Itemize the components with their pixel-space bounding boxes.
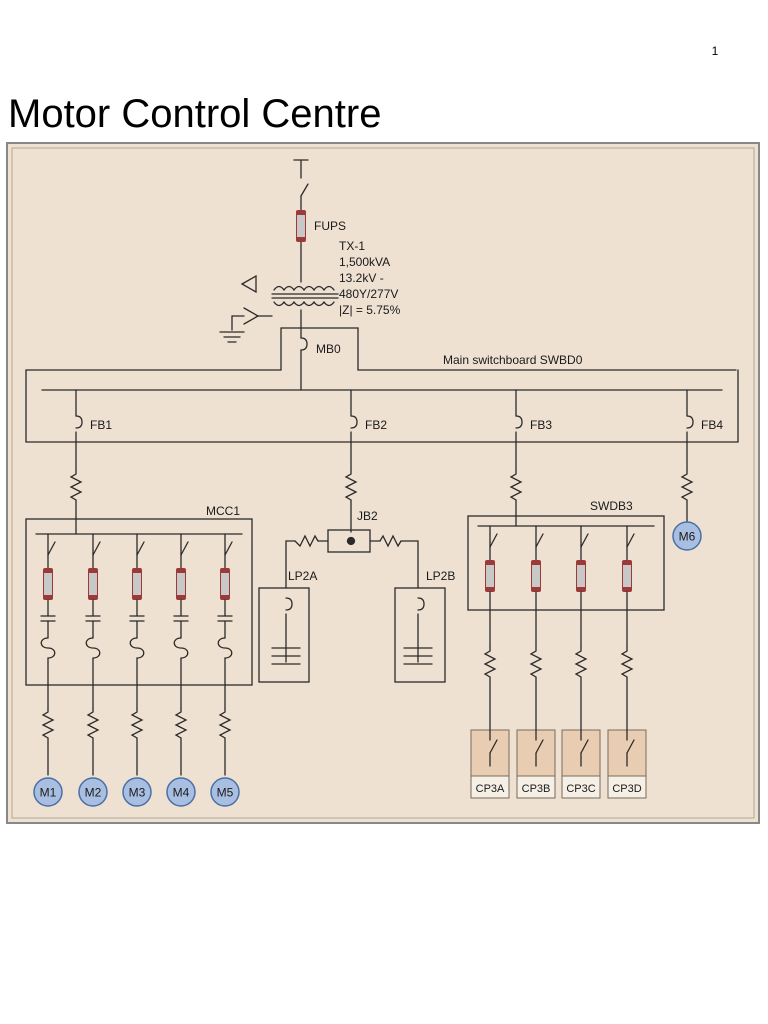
feeder-breaker-label: FB2 <box>365 418 387 432</box>
fuse-label-fups: FUPS <box>314 219 346 233</box>
feeder-breaker-label: FB3 <box>530 418 552 432</box>
motor-symbol <box>33 777 63 807</box>
transformer-rating: 1,500kVA <box>339 255 390 269</box>
motor-symbol <box>166 777 196 807</box>
feeder-breaker-label: FB4 <box>701 418 723 432</box>
switchboard-label: SWDB3 <box>590 499 633 513</box>
motor-label: M3 <box>129 786 146 800</box>
motor-symbol <box>78 777 108 807</box>
diagram-background <box>6 142 760 824</box>
main-breaker-label: MB0 <box>316 342 341 356</box>
junction-box-label: JB2 <box>357 509 378 523</box>
control-panel-label: CP3B <box>522 783 551 795</box>
main-switchboard-label: Main switchboard SWBD0 <box>443 353 583 367</box>
page-number: 1 <box>711 44 719 58</box>
transformer-primary-voltage: 13.2kV - <box>339 271 384 285</box>
motor-symbol <box>122 777 152 807</box>
control-panel-label: CP3A <box>476 783 505 795</box>
lighting-panel-label: LP2A <box>288 569 317 583</box>
transformer-impedance: |Z| = 5.75% <box>339 303 401 317</box>
motor-label: M6 <box>679 530 696 544</box>
motor-symbol <box>210 777 240 807</box>
feeder-breaker-label: FB1 <box>90 418 112 432</box>
page-title: Motor Control Centre <box>8 92 382 136</box>
control-panel-label: CP3C <box>566 783 595 795</box>
motor-label: M5 <box>217 786 234 800</box>
motor-label: M1 <box>40 786 57 800</box>
motor-symbol <box>672 521 702 551</box>
lighting-panel-label: LP2B <box>426 569 455 583</box>
motor-label: M4 <box>173 786 190 800</box>
mcc-label: MCC1 <box>206 504 240 518</box>
motor-label: M2 <box>85 786 102 800</box>
transformer-name: TX-1 <box>339 239 365 253</box>
transformer-secondary-voltage: 480Y/277V <box>339 287 398 301</box>
control-panel-label: CP3D <box>612 783 641 795</box>
